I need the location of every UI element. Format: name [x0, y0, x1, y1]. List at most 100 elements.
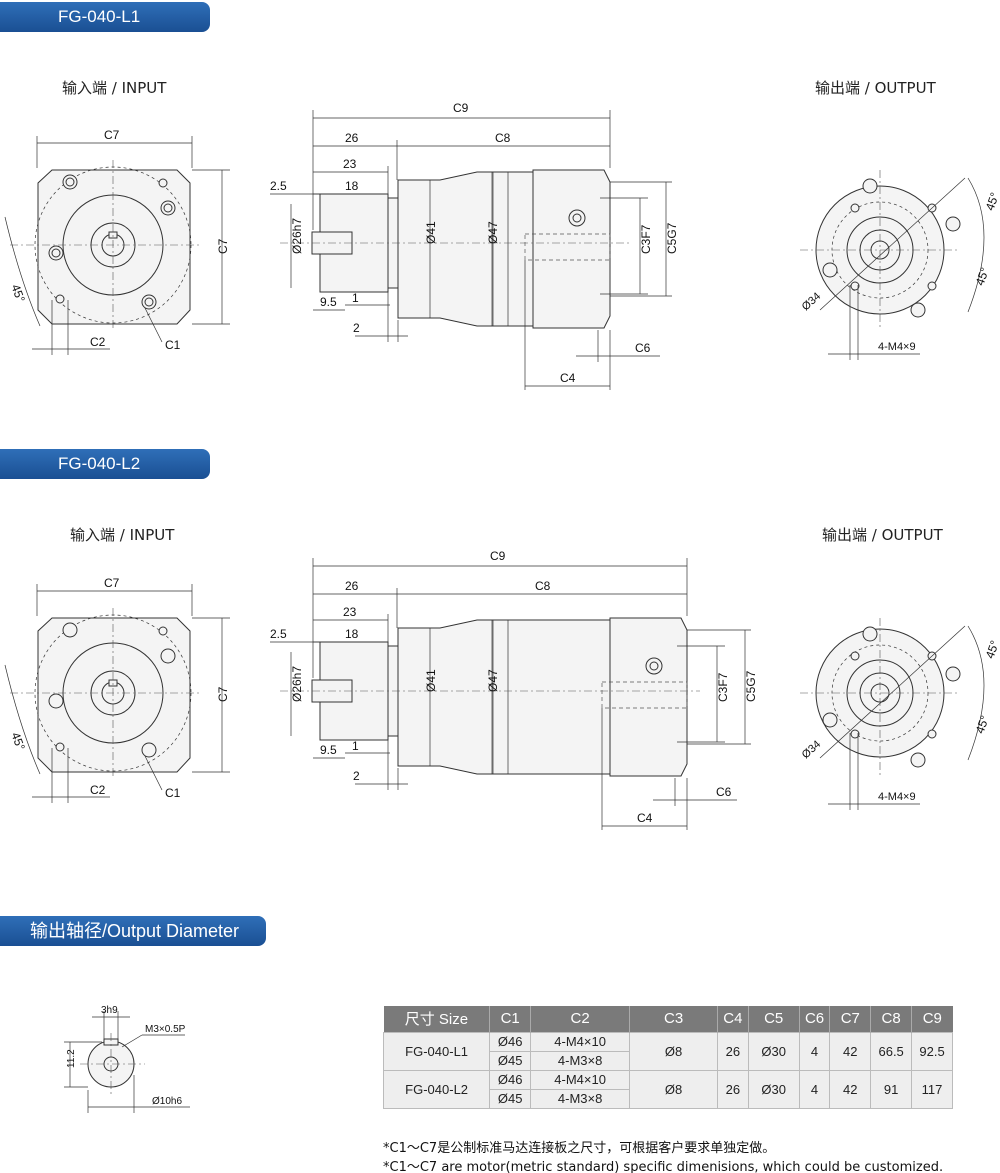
input-label-2: 输入端 / INPUT: [70, 526, 175, 544]
dim-c4-2: C4: [637, 811, 653, 825]
cell-c5: Ø30: [747, 1069, 800, 1109]
header-c2: C2: [530, 1006, 631, 1032]
shaft-key-dim: 3h9: [101, 1005, 118, 1016]
table-header-row: 尺寸 Size C1 C2 C3 C4 C5 C6 C7 C8 C9: [383, 1006, 953, 1032]
table-row: FG-040-L1 Ø46 4-M4×10 Ø8 26 Ø30 4 42 66.…: [382, 1031, 953, 1071]
header-size: 尺寸 Size: [383, 1006, 491, 1032]
dim-18-2: 18: [345, 627, 359, 641]
spec-table: 尺寸 Size C1 C2 C3 C4 C5 C6 C7 C8 C9 FG-04…: [382, 1006, 953, 1109]
dim-c7-vertical-2: C7: [216, 686, 230, 702]
note-en: *C1～C7 are motor(metric standard) specif…: [383, 1160, 944, 1173]
output-label: 输出端 / OUTPUT: [815, 79, 936, 97]
dim-34: Ø34: [800, 290, 823, 313]
shaft-dia-dim: Ø10h6: [152, 1096, 182, 1107]
section-title: FG-040-L1: [0, 2, 210, 32]
dim-26h7: Ø26h7: [290, 218, 304, 254]
dim-angle-top: 45°: [983, 190, 1000, 212]
dim-47: Ø47: [486, 221, 500, 244]
dim-c1: C1: [165, 338, 181, 352]
cell-size: FG-040-L2: [382, 1069, 491, 1109]
side-view: C9 26 C8 23 18 2.5 Ø26h7 9.5 1 2 Ø41 Ø47…: [270, 101, 679, 390]
dim-angle-bottom-2: 45°: [973, 713, 992, 735]
dim-c8: C8: [495, 131, 511, 145]
input-flange-view: C7 C7 C2 C1 45°: [4, 128, 230, 355]
cell-c7: 42: [829, 1069, 872, 1109]
dim-18: 18: [345, 179, 359, 193]
cell-c1: Ø45: [489, 1050, 532, 1071]
shaft-height-dim: 11.2: [66, 1049, 77, 1068]
dim-26-2: 26: [345, 579, 359, 593]
dim-c3-2: C3F7: [716, 672, 730, 702]
dim-2: 2: [353, 321, 360, 335]
input-flange-view-2: C7 C7 C2 C1 45°: [4, 576, 230, 803]
header-c6: C6: [799, 1006, 831, 1032]
output-view: Ø34 45° 45° 4-M4×9: [800, 170, 1000, 360]
cell-c5: Ø30: [747, 1031, 800, 1071]
cell-c8: 66.5: [870, 1031, 913, 1071]
cell-c1: Ø46: [489, 1031, 532, 1052]
cell-c2: 4-M3×8: [530, 1050, 631, 1071]
input-label: 输入端 / INPUT: [62, 79, 167, 97]
shaft-drawing: 3h9 M3×0.5P 11.2 Ø10h6: [64, 1005, 190, 1113]
cell-c9: 117: [911, 1069, 953, 1109]
cell-c1: Ø45: [489, 1088, 532, 1109]
dim-angle-2: 45°: [8, 730, 27, 752]
dim-23: 23: [343, 157, 357, 171]
dim-47-2: Ø47: [486, 669, 500, 692]
cell-c8: 91: [870, 1069, 913, 1109]
table-row: Ø45 4-M3×8: [384, 1088, 953, 1109]
dim-angle-bottom: 45°: [973, 265, 992, 287]
dim-m4-2: 4-M4×9: [878, 791, 916, 803]
shaft-thread-dim: M3×0.5P: [145, 1024, 186, 1035]
table-row: FG-040-L2 Ø46 4-M4×10 Ø8 26 Ø30 4 42 91 …: [382, 1069, 953, 1109]
dim-angle: 45°: [8, 282, 27, 304]
dim-23-2: 23: [343, 605, 357, 619]
cell-c2: 4-M4×10: [530, 1031, 631, 1052]
dim-c5: C5G7: [665, 222, 679, 254]
dim-c5-2: C5G7: [744, 670, 758, 702]
header-c8: C8: [870, 1006, 913, 1032]
header-c9: C9: [911, 1006, 953, 1032]
dim-1: 1: [352, 291, 359, 305]
dim-c2-2: C2: [90, 783, 106, 797]
dim-1-2: 1: [352, 739, 359, 753]
dim-41: Ø41: [424, 221, 438, 244]
cell-c2: 4-M4×10: [530, 1069, 631, 1090]
cell-c2: 4-M3×8: [530, 1088, 631, 1109]
cell-c6: 4: [798, 1031, 831, 1071]
cell-c4: 26: [717, 1031, 749, 1071]
header-c7: C7: [829, 1006, 872, 1032]
drawing-l2: C7 C7 C2 C1 45° C9 26 C8 23 18 2.5: [4, 549, 1000, 830]
dim-c7: C7: [104, 128, 120, 142]
cell-c7: 42: [829, 1031, 872, 1071]
dim-34-2: Ø34: [800, 738, 823, 761]
drawing-l1: C7 C7 C2 C1 45° C9 26 C8 23 18 2.5: [4, 101, 1000, 390]
dim-2-2: 2: [353, 769, 360, 783]
side-view-2: C9 26 C8 23 18 2.5 Ø26h7 9.5 1 2 Ø41 Ø47…: [270, 549, 758, 830]
dim-26h7-2: Ø26h7: [290, 666, 304, 702]
output-diameter-title: 输出轴径/Output Diameter: [0, 916, 266, 946]
dim-c4: C4: [560, 371, 576, 385]
note-cn: *C1～C7是公制标准马达连接板之尺寸，可根据客户要求单独定做。: [383, 1141, 776, 1156]
dim-2-5-2: 2.5: [270, 627, 287, 641]
header-c3: C3: [629, 1006, 719, 1032]
dim-c2: C2: [90, 335, 106, 349]
dim-c7-vertical: C7: [216, 238, 230, 254]
dim-c9-2: C9: [490, 549, 506, 563]
dim-angle-top-2: 45°: [983, 638, 1000, 660]
header-c4: C4: [717, 1006, 749, 1032]
dim-c7-2: C7: [104, 576, 120, 590]
cell-c4: 26: [717, 1069, 749, 1109]
cell-c6: 4: [798, 1069, 831, 1109]
output-label-2: 输出端 / OUTPUT: [822, 526, 943, 544]
cell-c1: Ø46: [489, 1069, 532, 1090]
header-c1: C1: [489, 1006, 532, 1032]
dim-m4: 4-M4×9: [878, 341, 916, 353]
dim-c6: C6: [635, 341, 651, 355]
dim-9-5: 9.5: [320, 295, 337, 309]
header-c5: C5: [748, 1006, 800, 1032]
dim-c6-2: C6: [716, 785, 732, 799]
dim-c8-2: C8: [535, 579, 551, 593]
cell-c9: 92.5: [911, 1031, 953, 1071]
cell-c3: Ø8: [629, 1031, 719, 1071]
